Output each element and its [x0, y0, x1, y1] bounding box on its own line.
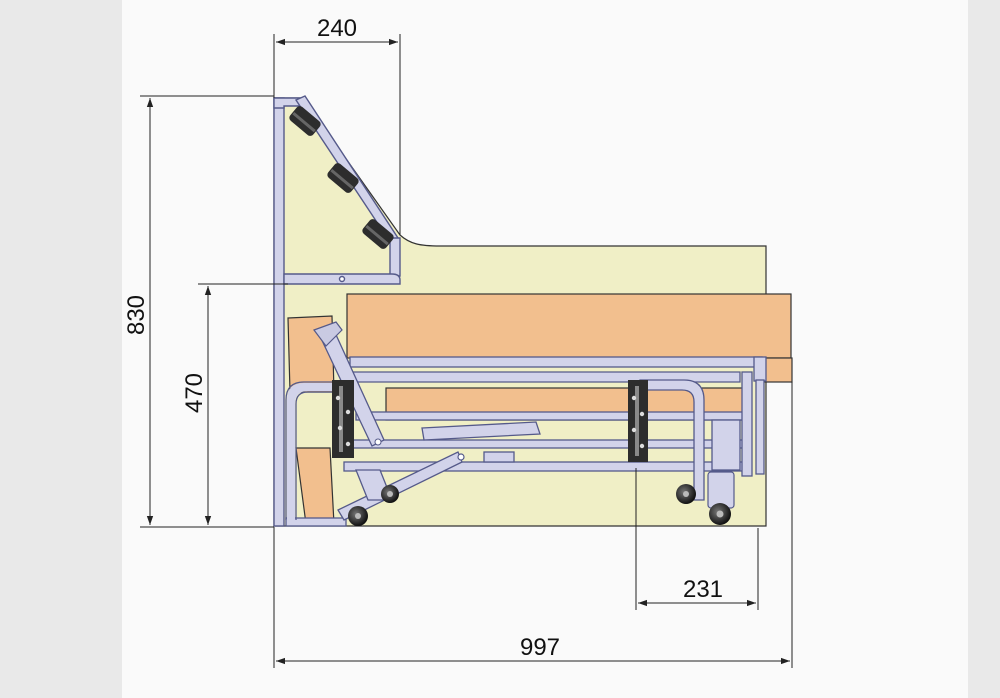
- seat-mattress: [346, 293, 793, 421]
- dimension-top-width: 240: [317, 15, 357, 42]
- dimension-foot-depth: 231: [683, 576, 723, 603]
- dimension-total-height: 830: [123, 295, 150, 335]
- back-rollers: [289, 106, 394, 249]
- dimension-total-length: 997: [520, 634, 560, 661]
- back-frame: [273, 95, 401, 527]
- pivot-point: [457, 453, 465, 461]
- right-bracket: [628, 380, 648, 462]
- seat-frame: [285, 356, 767, 527]
- left-tube: [285, 381, 332, 520]
- caster-wheels: [348, 471, 735, 526]
- dimension-lines: [140, 34, 793, 668]
- dimension-seat-height: 470: [181, 373, 208, 413]
- left-bracket: [313, 321, 382, 458]
